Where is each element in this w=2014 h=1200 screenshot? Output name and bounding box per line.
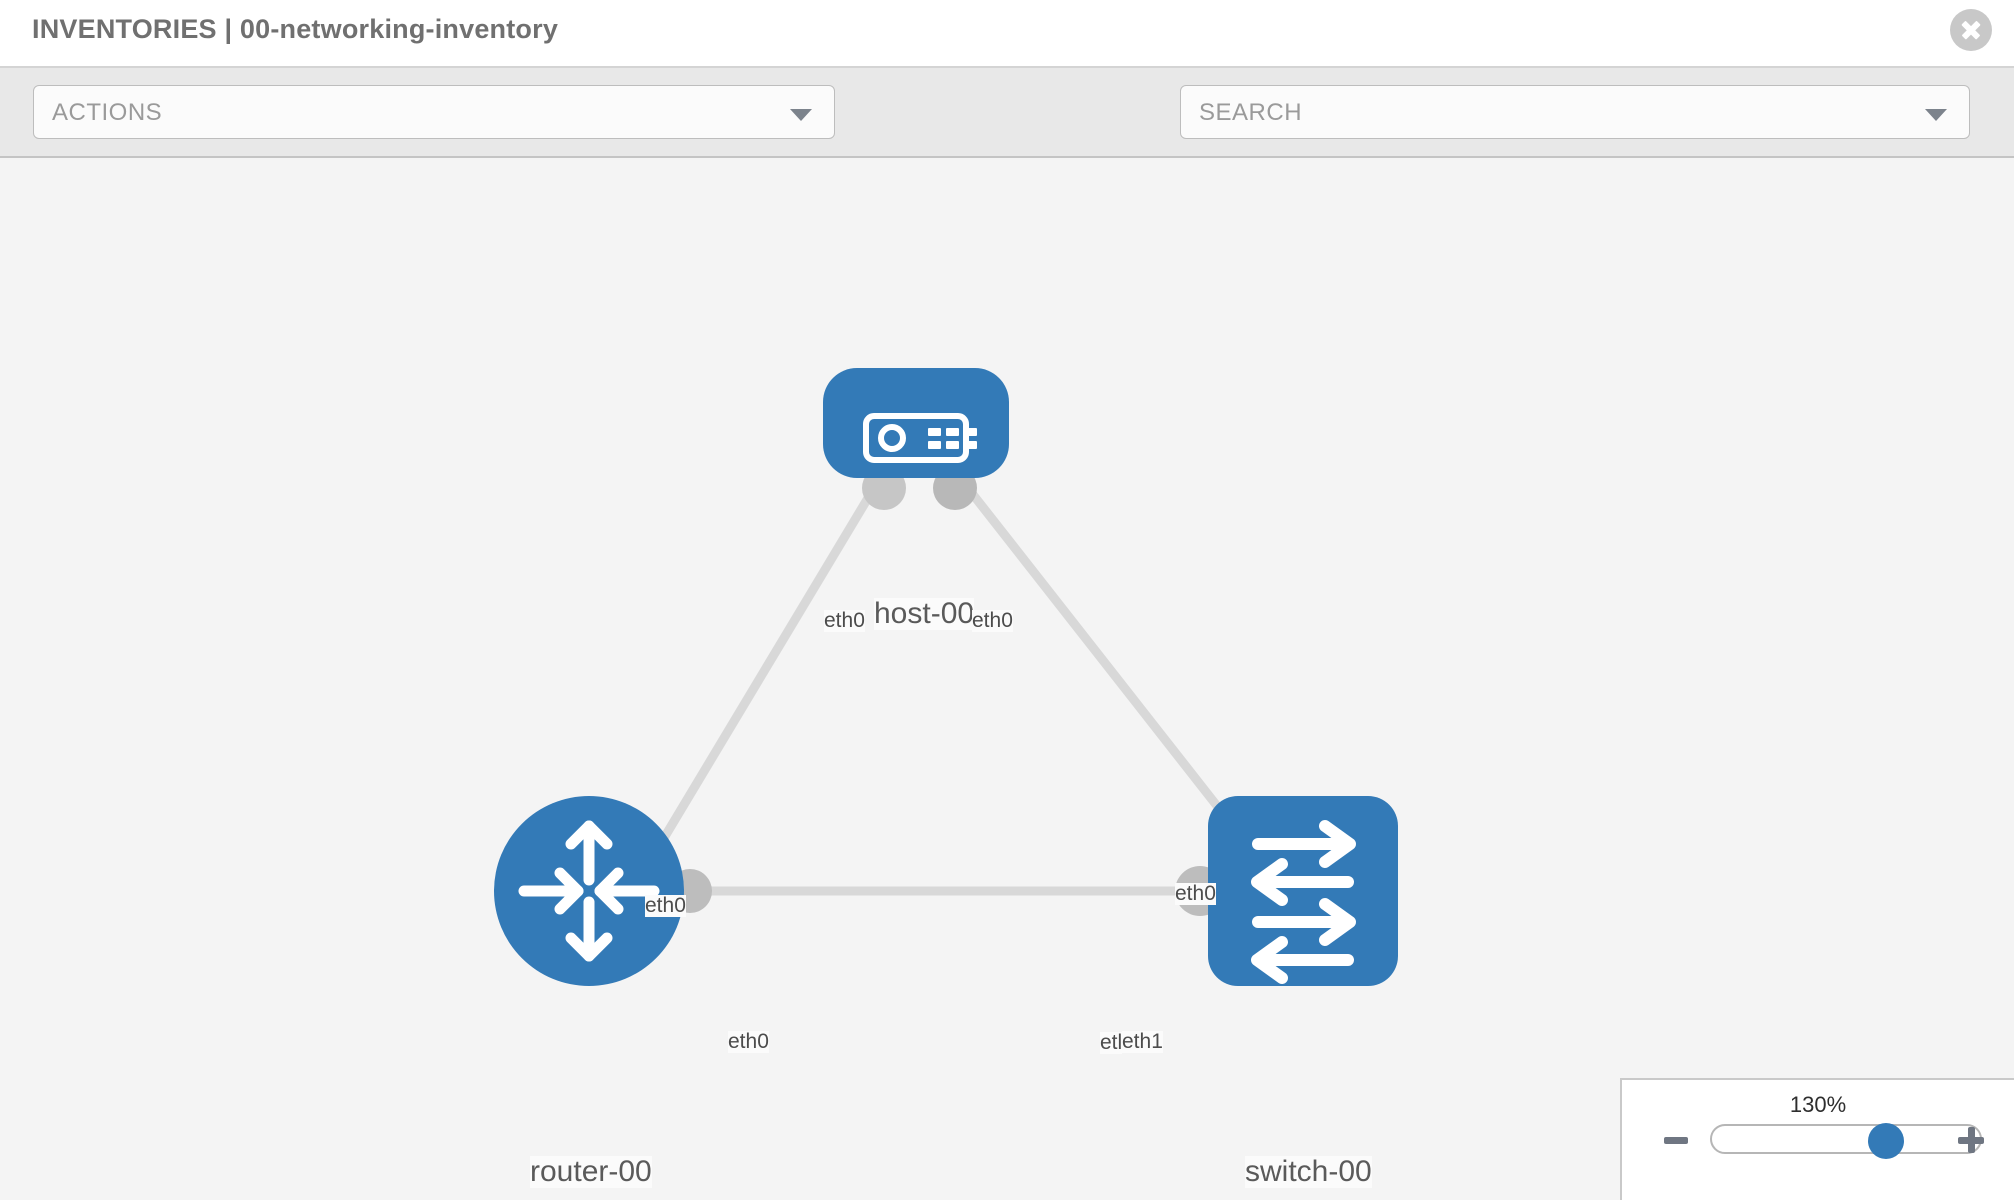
link-layer (636, 475, 1254, 896)
link-host-switch (956, 475, 1254, 851)
zoom-control-panel: 130% (1620, 1078, 2014, 1200)
close-icon[interactable] (1950, 9, 1992, 51)
search-input[interactable]: SEARCH (1180, 85, 1970, 139)
interface-label-router-eth0: eth0 (728, 1030, 769, 1054)
chevron-down-icon (790, 109, 812, 121)
plus-icon[interactable] (1958, 1127, 1984, 1153)
toolbar: ACTIONS SEARCH (0, 68, 2014, 197)
page-title: INVENTORIES | 00-networking-inventory (32, 14, 559, 44)
node-switch-00 (1208, 796, 1398, 986)
zoom-level-label: 130% (1789, 1092, 1847, 1117)
node-router-00 (494, 796, 684, 986)
page-header: INVENTORIES | 00-networking-inventory (0, 0, 2014, 68)
link-host-router (636, 475, 884, 881)
zoom-slider-thumb[interactable] (1868, 1123, 1905, 1159)
node-label-router-00[interactable]: router-00 (530, 1155, 652, 1188)
search-placeholder: SEARCH (1199, 99, 1303, 126)
interface-label-host-right: eth0 (972, 609, 1013, 633)
actions-dropdown[interactable]: ACTIONS (33, 85, 835, 139)
interface-label-switch-uplink: eth0 (1175, 882, 1216, 906)
node-label-switch-00[interactable]: switch-00 (1245, 1155, 1372, 1188)
interface-label-switch-eth0-clipped: etl (1100, 1031, 1123, 1055)
node-host-00 (823, 368, 1009, 478)
interface-label-host-left: eth0 (824, 609, 865, 633)
actions-dropdown-label: ACTIONS (52, 99, 163, 126)
interface-label-router-uplink: eth0 (645, 894, 686, 918)
node-label-host-00[interactable]: host-00 (874, 597, 975, 630)
topology-canvas[interactable]: host-00 router-00 switch-00 eth0 eth0 et… (0, 158, 2014, 1200)
zoom-slider[interactable] (1710, 1123, 1982, 1159)
minus-icon[interactable] (1664, 1137, 1688, 1144)
topology-graph (494, 368, 1398, 986)
chevron-down-icon[interactable] (1925, 109, 1947, 121)
interface-label-switch-eth1: eth1 (1122, 1030, 1163, 1054)
